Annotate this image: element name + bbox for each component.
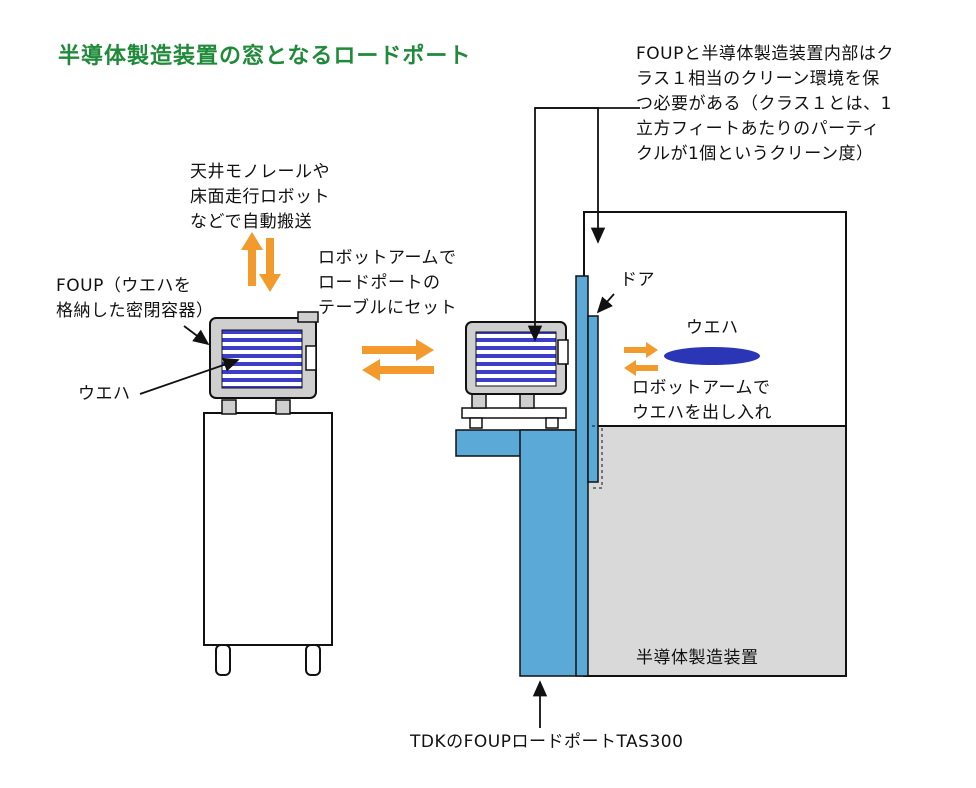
foup-on-cart [209,311,319,399]
wafer-label-right: ウエハ [686,318,739,338]
robot-set-label: ロボットアームで ロードポートの テーブルにセット [318,248,457,318]
equipment-body [583,211,847,677]
page-title: 半導体製造装置の窓となるロードポート [58,44,472,69]
foup-on-loadport [461,321,569,429]
wafer-transfer-arrows [624,342,658,376]
horizontal-transfer-arrows [362,339,434,381]
wafer-label-left: ウエハ [78,384,131,404]
robot-inout-label: ロボットアームで ウエハを出し入れ [632,378,772,423]
foup-description-label: FOUP（ウエハを 格納した密閉容器） [56,276,214,321]
equipment-label: 半導体製造装置 [636,648,759,668]
load-port [455,275,603,677]
loadport-label: TDKのFOUPロードポートTAS300 [410,732,684,752]
wafer-ellipse [664,347,760,365]
transport-cart [203,399,333,676]
door-label: ドア [620,270,655,290]
clean-environment-note: FOUPと半導体製造装置内部はク ラス１相当のクリーン環境を保 つ必要がある（ク… [636,44,894,164]
vertical-transport-arrows [241,232,281,292]
leader-lines [139,107,640,728]
ceiling-transport-label: 天井モノレールや 床面走行ロボット などで自動搬送 [190,162,330,232]
